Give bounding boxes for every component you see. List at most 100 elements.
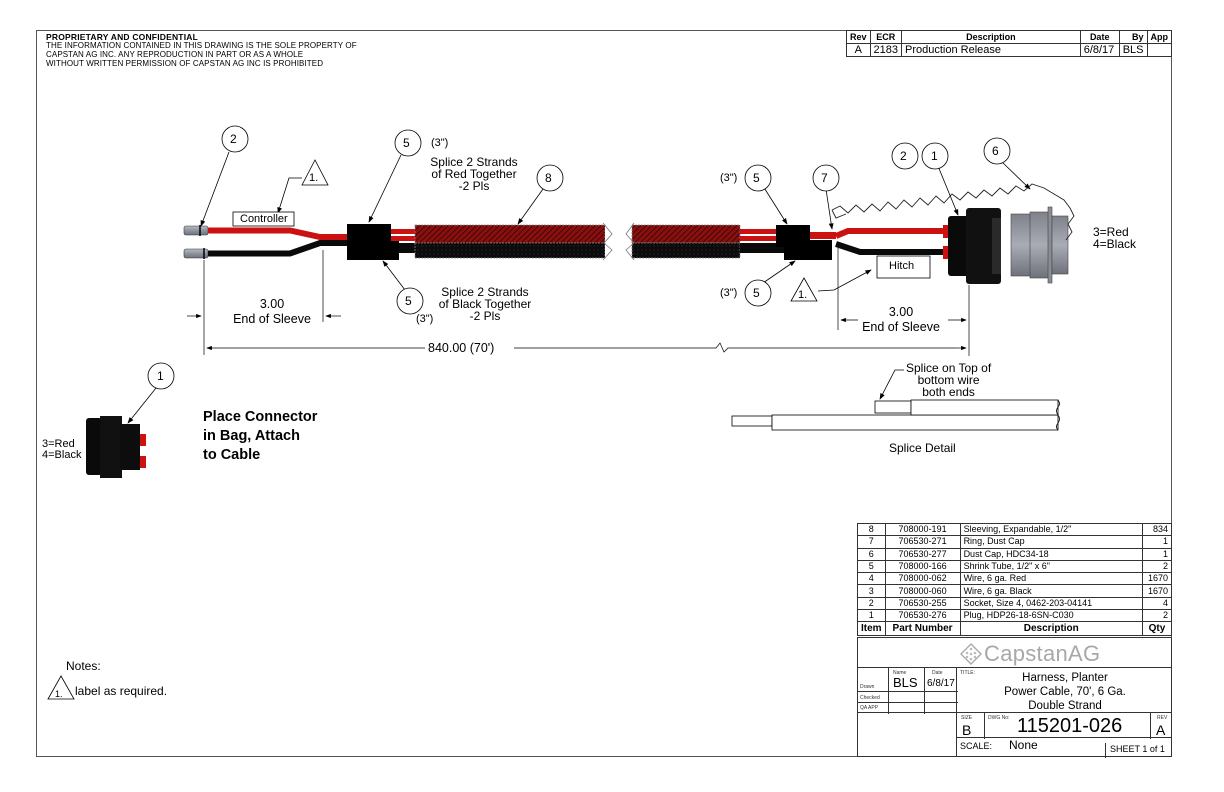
title-line: Power Cable, 70', 6 Ga. [1004, 686, 1126, 698]
splice-callout-line: Splice on Top of [906, 361, 992, 375]
bom-description-header: Description [959, 621, 1144, 637]
dust-cap-chain [831, 183, 1075, 241]
title-label: TITLE: [960, 670, 976, 676]
bom-description: Ring, Dust Cap [959, 535, 1144, 549]
splice-red-note: Splice 2 Strands of Red Together -2 Pls [424, 156, 524, 192]
logo-area: CapstanAG [857, 637, 1172, 668]
bom-qty: 1670 [1142, 584, 1172, 598]
dust-cap [1010, 206, 1069, 284]
bom-description: Socket, Size 4, 0462-203-04141 [959, 596, 1144, 611]
balloon-5-top-left [394, 129, 422, 157]
revision-table: Rev ECR Description Date By App A 2183 P… [846, 30, 1172, 57]
leader-line [382, 260, 406, 291]
splice-red-line: Splice 2 Strands [430, 155, 518, 169]
controller-label-box [232, 211, 295, 227]
bom-item: 4 [857, 572, 886, 586]
notes-title: Notes: [66, 659, 101, 673]
splice-red-line: of Red Together [431, 167, 517, 181]
bom-item: 3 [857, 584, 886, 598]
sleeving-right-section [625, 222, 741, 261]
leader-line [762, 185, 788, 225]
bom-qty: 1 [1142, 535, 1172, 549]
balloon-5-bottom-left-number: 5 [405, 294, 412, 308]
red-wire-right [834, 228, 945, 239]
right-sleeve-dimension: 3.00 End of Sleeve [856, 305, 946, 335]
splice-callout-line: bottom wire [917, 373, 980, 387]
title-line: Harness, Planter [1022, 672, 1108, 684]
leader-line [127, 387, 157, 424]
qa-role: QA APP [860, 705, 879, 711]
bag-note-line: to Cable [203, 447, 261, 463]
bom-part-number: 706530-277 [884, 547, 961, 561]
bom-qty: 1 [1142, 547, 1172, 561]
bom-part-number: 706530-255 [884, 596, 961, 611]
dimension-value: 3.00 [259, 297, 285, 311]
proprietary-line: THE INFORMATION CONTAINED IN THIS DRAWIN… [46, 41, 357, 50]
splice-black-line: -2 Pls [469, 309, 501, 323]
black-wire-right [835, 241, 945, 255]
bag-note-line: in Bag, Attach [203, 428, 300, 444]
bom-part-header: Part Number [884, 621, 961, 637]
blank-approval-area [857, 712, 957, 757]
left-terminal-black [183, 248, 209, 259]
bom-item-header: Item [857, 621, 886, 637]
note-flag-left [301, 159, 329, 186]
balloon-2-left-number: 2 [230, 132, 237, 146]
rev-label: REV [1157, 715, 1168, 721]
bom-qty-header: Qty [1142, 621, 1172, 637]
balloon-8 [536, 164, 564, 192]
drawing-revision: A [1156, 722, 1166, 738]
capstan-logo-text: CapstanAG [984, 641, 1101, 666]
controller-label: Controller [240, 213, 288, 225]
leader-line [762, 260, 796, 284]
scale-sheet-area: SCALE: None SHEET 1 of 1 [956, 737, 1172, 758]
drawing-title: Harness, Planter Power Cable, 70', 6 Ga.… [957, 671, 1173, 713]
revision-row: A 2183 Production Release 6/8/17 BLS [846, 43, 1172, 57]
shrink-length-bottom-left: (3") [416, 313, 434, 325]
bom-item: 5 [857, 559, 886, 574]
proprietary-line: CAPSTAN AG INC. ANY REPRODUCTION IN PART… [46, 50, 304, 59]
balloon-5-top-right [744, 164, 772, 192]
plug-connector-right [948, 208, 1001, 284]
balloon-5-top-right-number: 5 [753, 171, 760, 185]
bom-qty: 4 [1142, 596, 1172, 611]
note-flag-notes [47, 675, 75, 700]
balloon-1-bag [147, 362, 175, 390]
splice-red-line: -2 Pls [458, 179, 490, 193]
shrink-length-top-right: (3") [720, 172, 738, 184]
bom-qty: 1670 [1142, 572, 1172, 586]
dwg-number-area: SIZE B DWG No: 115201-026 REV A [956, 712, 1172, 739]
note-flag-right-number: 1. [798, 289, 808, 301]
dwg-no-label: DWG No: [988, 715, 1010, 721]
balloon-7 [812, 164, 840, 192]
note-flag-right [790, 277, 818, 302]
sleeving-left-section [414, 222, 615, 261]
size-label: SIZE [961, 715, 973, 721]
balloon-5-bottom-right-number: 5 [753, 286, 760, 300]
splice-detail-callout: Splice on Top of bottom wire both ends [906, 362, 991, 398]
app-cell [1146, 43, 1172, 57]
leader-line [937, 165, 959, 216]
description-cell: Production Release [901, 43, 1081, 57]
ecr-cell: 2183 [869, 43, 903, 57]
balloon-6 [983, 137, 1011, 165]
bom-description: Wire, 6 ga. Red [959, 572, 1144, 586]
checked-role: Checked [860, 695, 880, 701]
bag-instruction-note: Place Connector in Bag, Attach to Cable [203, 408, 317, 465]
black-wire-left [208, 240, 350, 257]
title-area: TITLE: Harness, Planter Power Cable, 70'… [956, 667, 1172, 713]
splice-black-line: of Black Together [438, 297, 532, 311]
balloon-1-right-number: 1 [931, 149, 938, 163]
balloon-5-bottom-left [396, 287, 424, 315]
balloon-2-right-number: 2 [900, 149, 907, 163]
bom-part-number: 708000-191 [884, 522, 961, 537]
leader-line [368, 154, 402, 223]
balloon-1-bag-number: 1 [157, 369, 164, 383]
bom-qty: 2 [1142, 559, 1172, 574]
splice-callout-line: both ends [922, 385, 975, 399]
bom-part-number: 706530-276 [884, 609, 961, 623]
